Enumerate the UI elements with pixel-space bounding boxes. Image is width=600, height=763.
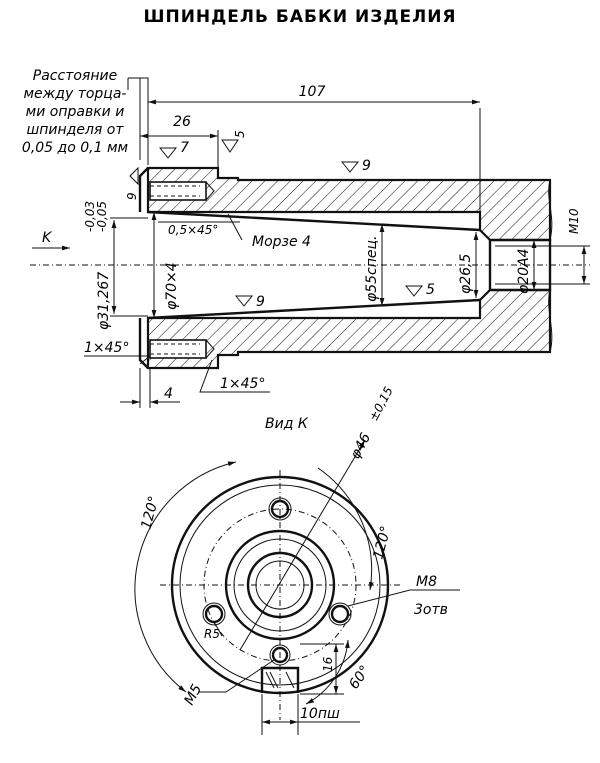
note-block: Расстояние между торца- ми оправки и шпи… (22, 68, 129, 156)
view-k-title: Вид К (265, 416, 309, 432)
bolt-hole-right (328, 602, 352, 626)
arc-60 (305, 639, 350, 705)
key-slot (260, 666, 300, 693)
dim-26: 26 (173, 114, 191, 130)
roughness-5-top: 5 (233, 130, 247, 138)
dia-70-label: φ70×4 (164, 262, 180, 310)
arc-120-left (134, 461, 237, 693)
slot-10-label: 10пш (300, 706, 340, 722)
note-line-1: Расстояние (33, 68, 117, 84)
roughness-5-bore: 5 (426, 282, 435, 298)
thread-m8-label: М8 (416, 574, 437, 590)
dia-46-line (239, 439, 366, 651)
note-line-3: ми оправки и (26, 104, 125, 120)
section-view: Расстояние между торца- ми оправки и шпи… (22, 68, 590, 408)
roughness-7: 7 (180, 140, 189, 156)
flange-chamfer-top (138, 167, 149, 212)
chamfer-05-label: 0,5×45° (168, 223, 218, 237)
note-line-4: шпинделя от (26, 122, 124, 138)
bolt-hole-left (202, 602, 226, 626)
dim-4: 4 (164, 386, 173, 402)
tapped-hole-top (149, 181, 207, 201)
dia-31-label: φ31,267 (96, 272, 112, 330)
dia-46-label: φ46 (347, 430, 374, 461)
taper-bore-top (147, 210, 481, 232)
arc-120-right (317, 467, 374, 591)
drawing-title: ШПИНДЕЛЬ БАБКИ ИЗДЕЛИЯ (143, 7, 456, 27)
lower-wall-section (146, 288, 552, 370)
bolt-hole-top (268, 497, 292, 521)
dia-31-tol-lower: -0,05 (95, 201, 109, 232)
holes-count-label: 3отв (414, 602, 448, 618)
dia-26-label: φ26,5 (458, 254, 474, 295)
roughness-9-top: 9 (362, 158, 371, 174)
tapped-hole-bottom (149, 339, 207, 359)
view-k-label: K (42, 230, 53, 246)
dia-31-tol-upper: -0,03 (83, 201, 97, 232)
upper-wall-section (146, 166, 552, 242)
chamfer-1-left-label: 1×45° (84, 340, 129, 356)
roughness-9-left: 9 (125, 192, 139, 200)
dim-16: 16 (321, 656, 335, 672)
morse-taper-label: Морзе 4 (252, 234, 311, 250)
dia-46-tol: ±0,15 (366, 384, 396, 423)
chamfer-1-right-label: 1×45° (220, 376, 265, 392)
note-line-5: 0,05 до 0,1 мм (22, 140, 129, 156)
view-k: Вид К φ46 ±0,15 120 (134, 384, 460, 735)
dia-55-label: φ55спец. (364, 236, 380, 303)
taper-bore-bottom (147, 298, 481, 320)
flange-chamfer-bottom (138, 318, 149, 369)
dia-20-label: φ20А4 (516, 248, 532, 294)
thread-m5-label: М5 (181, 682, 205, 708)
m5-hole (269, 644, 291, 666)
thread-m10-label: М10 (567, 208, 581, 234)
note-line-2: между торца- (24, 86, 127, 102)
dim-107: 107 (299, 84, 326, 100)
radius-r5-label: R5 (204, 627, 220, 641)
break-line (548, 179, 553, 353)
roughness-9-bottom: 9 (256, 294, 265, 310)
